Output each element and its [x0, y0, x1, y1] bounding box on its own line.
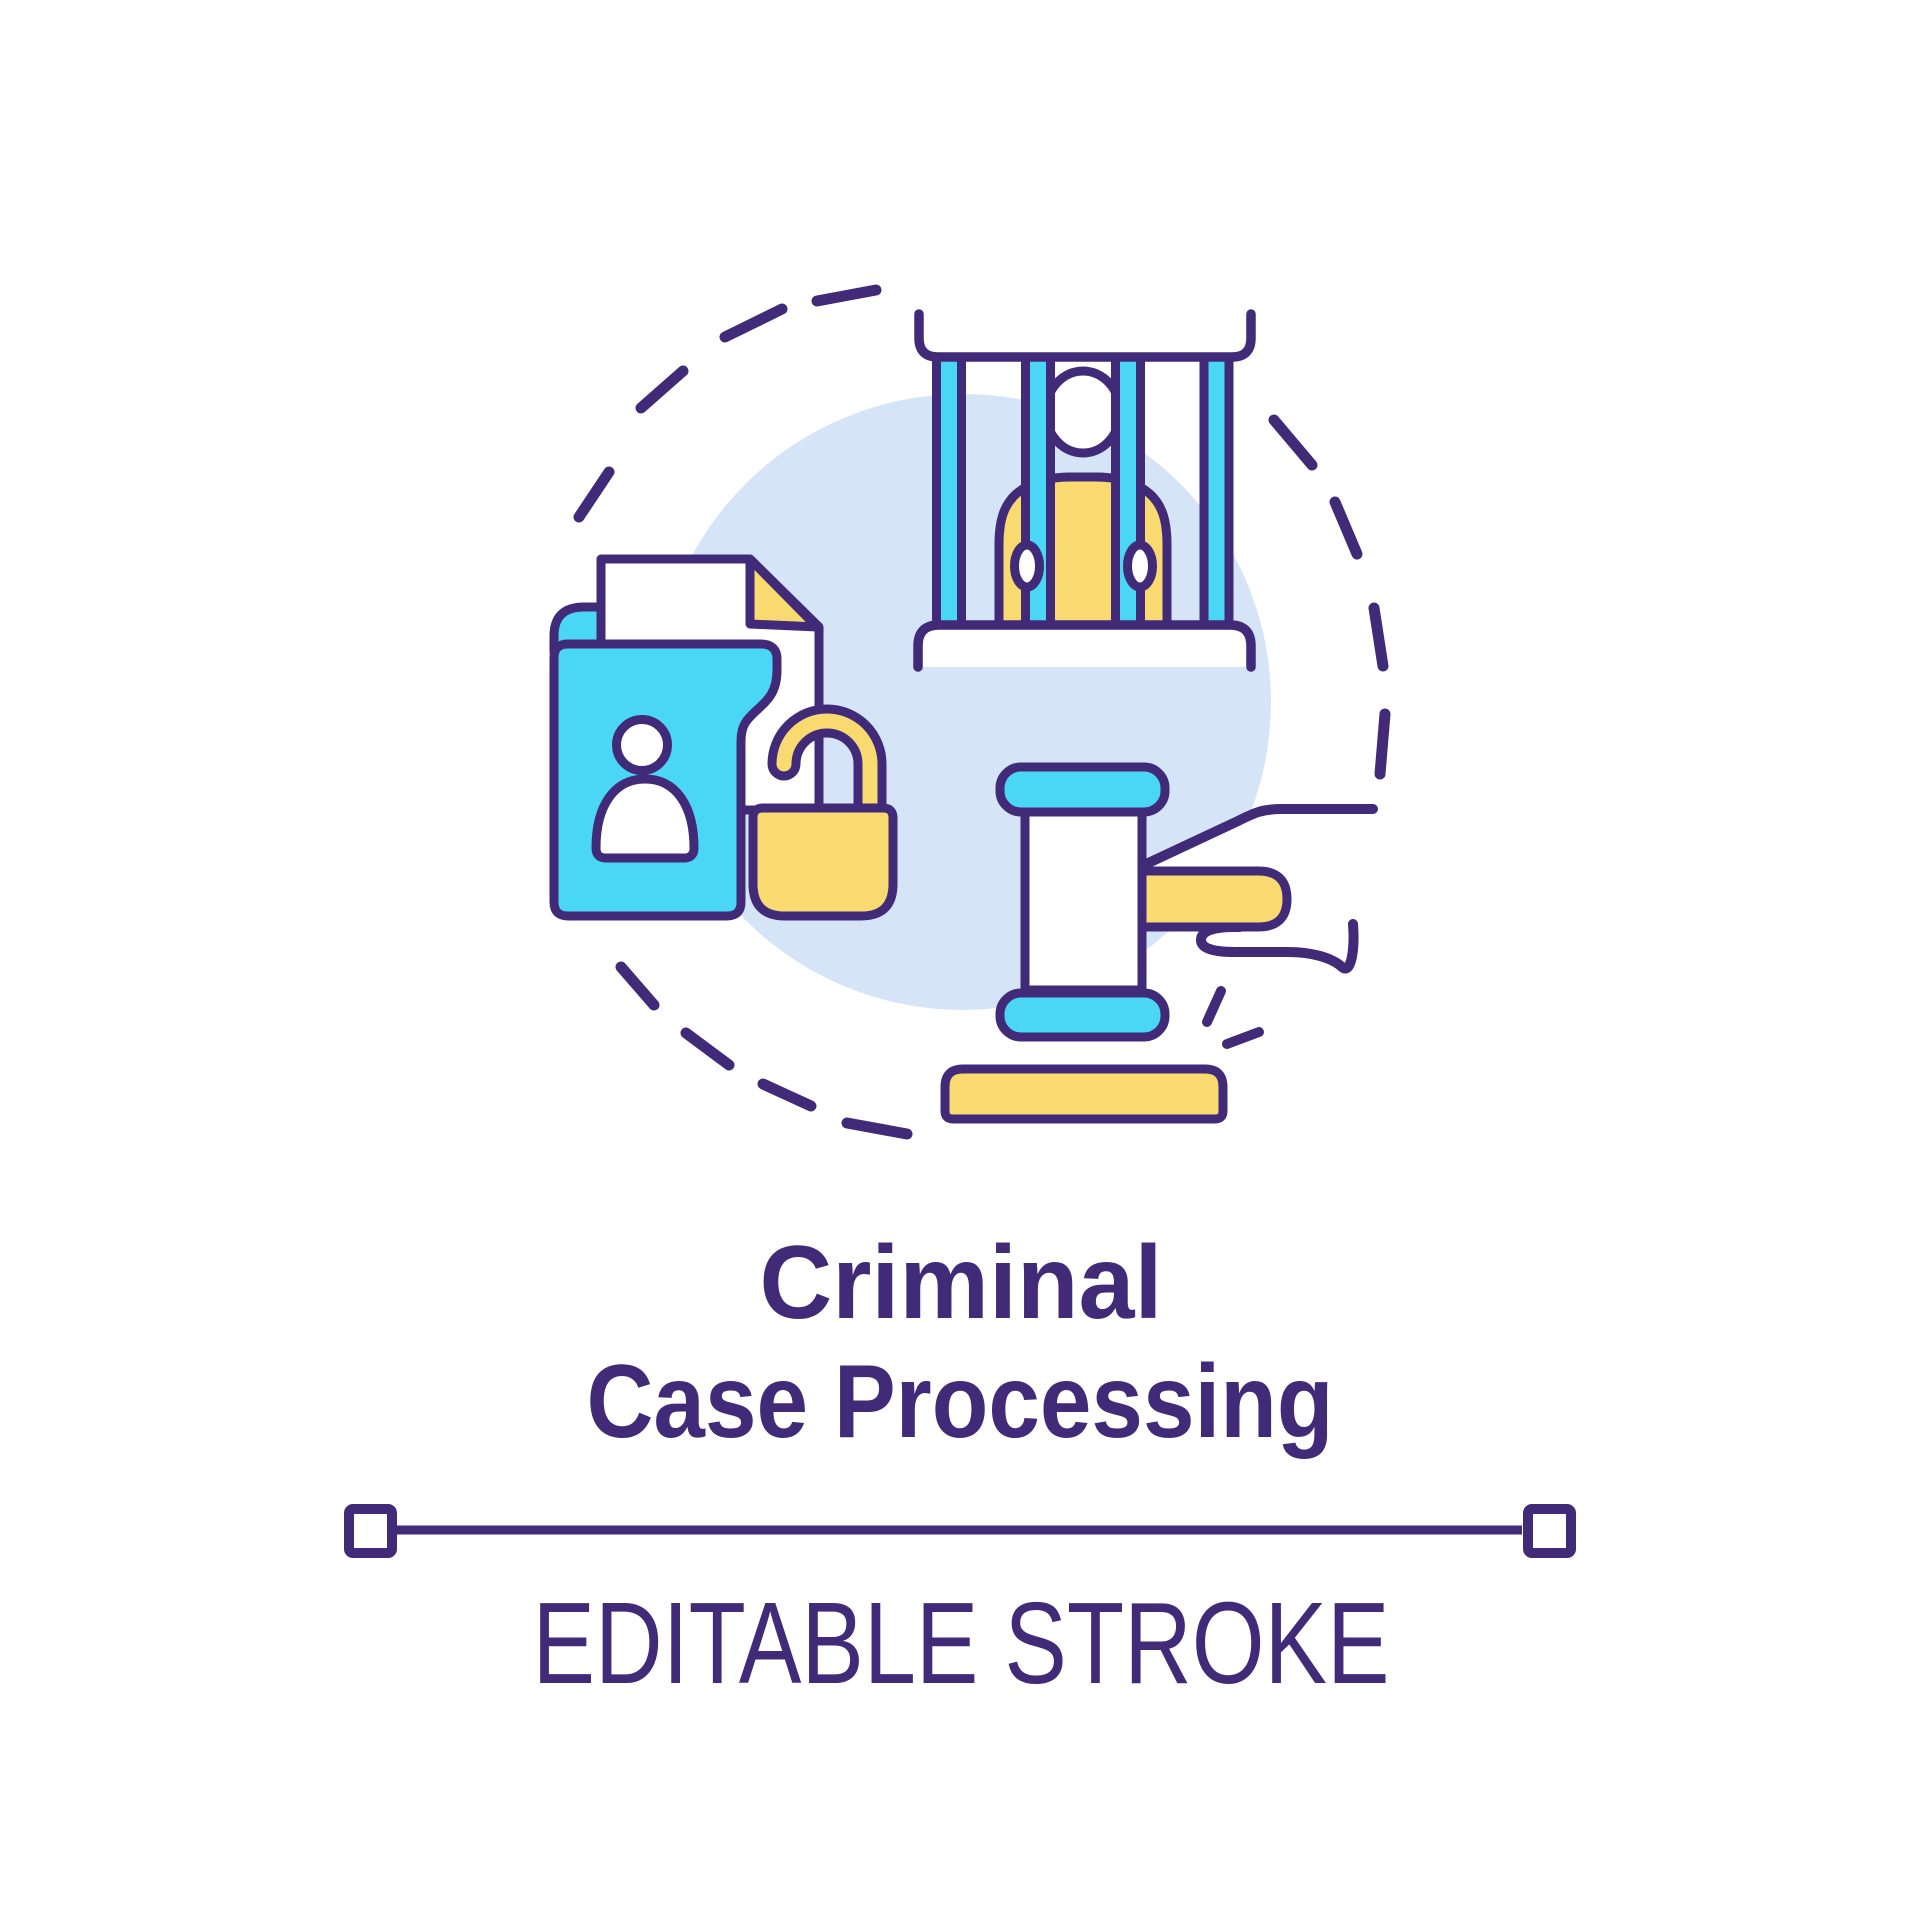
svg-text:Criminal: Criminal [760, 1225, 1163, 1341]
svg-text:Case Processing: Case Processing [587, 1344, 1334, 1460]
svg-text:EDITABLE STROKE: EDITABLE STROKE [533, 1578, 1390, 1708]
